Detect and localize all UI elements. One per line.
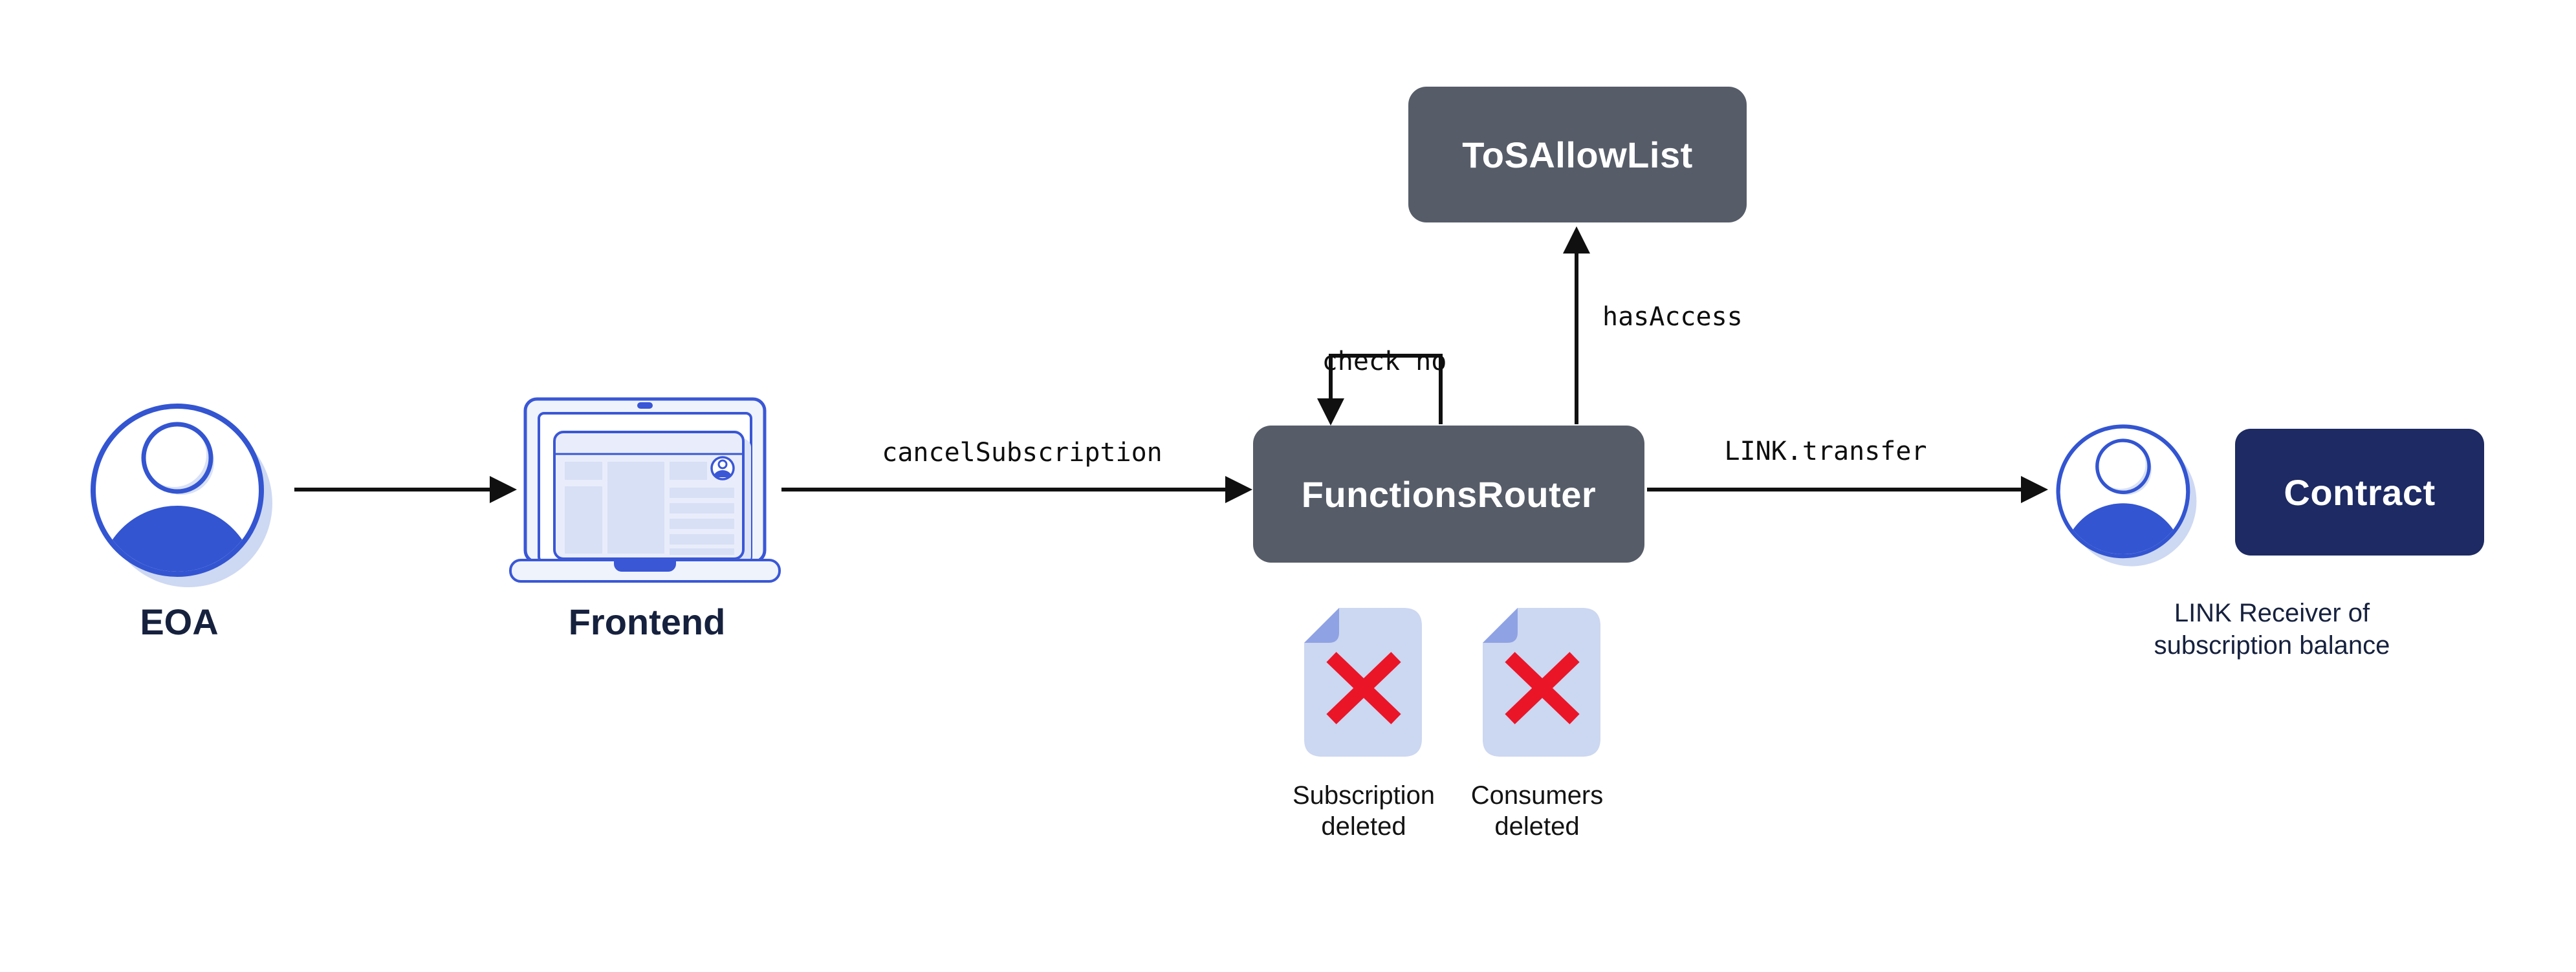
subscription-deleted-document-icon [1304, 608, 1422, 757]
red-x-icon [1505, 652, 1580, 724]
consumers-deleted-document-icon [1483, 608, 1600, 757]
tos-allow-list-box: ToSAllowList [1408, 87, 1747, 222]
eoa-label: EOA [140, 601, 219, 642]
consumers-deleted-caption: Consumers deleted [1470, 781, 1604, 841]
red-x-icon [1326, 652, 1401, 724]
avatar-head [141, 422, 213, 494]
laptop-notch [614, 561, 676, 572]
contract-box: Contract [2235, 429, 2484, 556]
arrow-self-loop [1317, 354, 1443, 426]
avatar-head [2095, 438, 2151, 495]
page-fold [1304, 608, 1339, 643]
arrow-cancel-subscription [781, 476, 1252, 503]
laptop-icon [509, 397, 781, 583]
arrow-eoa-to-frontend [294, 476, 517, 503]
user-badge-icon [710, 456, 735, 481]
page-fold [1483, 608, 1518, 643]
functions-router-box: FunctionsRouter [1253, 426, 1644, 563]
link-transfer-label: LINK.transfer [1724, 437, 1927, 466]
browser-content-blocks [565, 462, 734, 555]
avatar-body [98, 506, 256, 572]
person-icon [91, 404, 272, 587]
laptop-camera [637, 402, 653, 409]
cancel-subscription-label: cancelSubscription [882, 438, 1162, 468]
avatar-body [2062, 503, 2185, 555]
link-receiver-caption: LINK Receiver of subscription balance [2154, 599, 2390, 660]
arrow-link-transfer [1647, 476, 2048, 503]
link-receiver-person-icon [2056, 424, 2197, 567]
arrow-has-access [1563, 226, 1590, 424]
has-access-label: hasAccess [1602, 302, 1743, 332]
subscription-deleted-caption: Subscription deleted [1292, 781, 1435, 841]
frontend-label: Frontend [568, 601, 726, 642]
